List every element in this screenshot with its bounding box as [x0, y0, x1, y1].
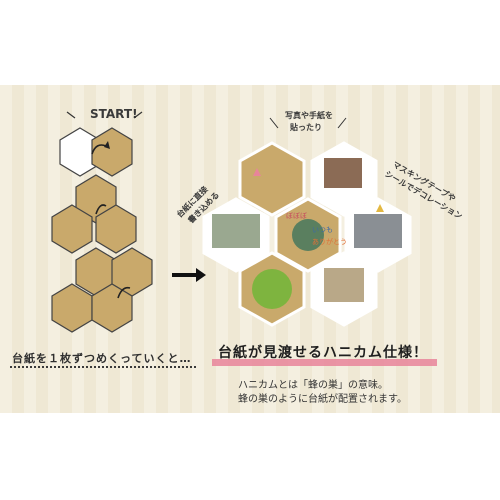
- svg-text:貼ったり: 貼ったり: [289, 122, 322, 132]
- start-label: START!: [90, 107, 138, 121]
- description-line-2: 蜂の巣のように台紙が配置されます。: [238, 394, 407, 405]
- svg-text:写真や手紙を: 写真や手紙を: [285, 110, 333, 120]
- honeycomb-album: ぼぼぼ いつも ありがとう: [202, 141, 412, 327]
- right-arrow-icon: [172, 268, 206, 282]
- svg-text:ありがとう: ありがとう: [312, 237, 347, 246]
- svg-text:いつも: いつも: [312, 226, 333, 234]
- step-three-hexes: [51, 247, 153, 333]
- step-two-hexes: [51, 174, 137, 254]
- description-line-1: ハニカムとは「蜂の巣」の意味。: [238, 380, 388, 391]
- headline: 台紙が見渡せるハニカム仕様！: [218, 345, 428, 361]
- svg-text:ぼぼぼ: ぼぼぼ: [286, 212, 307, 220]
- callout-photos: 写真や手紙を 貼ったり: [269, 110, 347, 132]
- headline-highlight: [212, 359, 437, 366]
- step-one-hexes: [59, 127, 133, 177]
- steps-underline: [10, 366, 196, 368]
- steps-caption: 台紙を１枚ずつめくっていくと…: [12, 352, 192, 365]
